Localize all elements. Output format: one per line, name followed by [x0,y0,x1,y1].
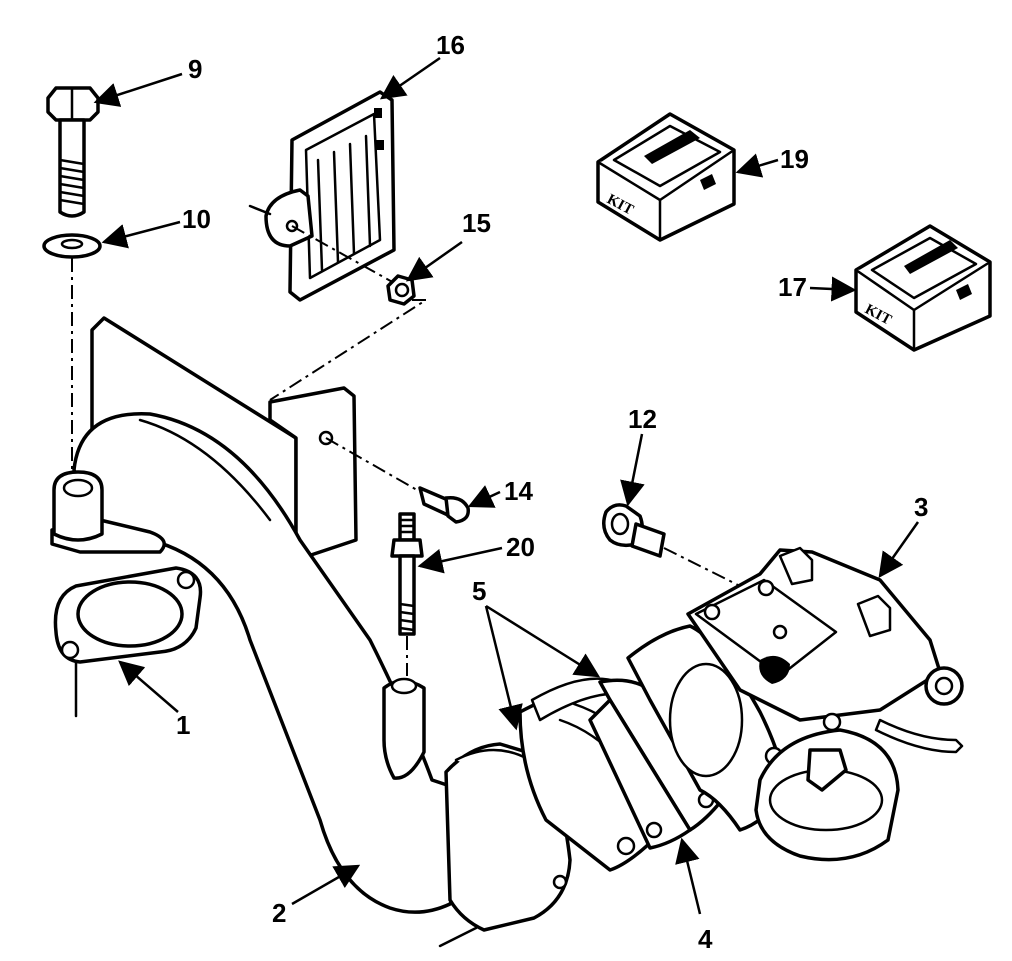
carburetor-part-3 [626,546,964,862]
callout-3: 3 [914,492,928,522]
leader-lines [93,56,920,915]
manifold-part-2 [50,316,572,948]
callout-4: 4 [698,924,713,954]
callout-labels: 9 10 16 15 19 17 12 14 20 3 5 1 2 4 [176,30,928,954]
callout-16: 16 [436,30,465,60]
nut-part-15 [269,274,430,401]
callout-5: 5 [472,576,486,606]
fitting-part-12 [602,503,741,587]
washer-part-10 [42,233,102,259]
callout-20: 20 [506,532,535,562]
kit-box-part-17: KIT [854,224,992,352]
callout-1: 1 [176,710,190,740]
callout-9: 9 [188,54,202,84]
callout-2: 2 [272,898,286,928]
callout-15: 15 [462,208,491,238]
callout-17: 17 [778,272,807,302]
gasket-part-1 [53,566,203,718]
spacer-part-5 [518,677,724,872]
reed-valve-part-16 [248,90,397,302]
callout-10: 10 [182,204,211,234]
callout-12: 12 [628,404,657,434]
kit-box-part-19: KIT [596,112,736,242]
stud-part-20 [390,512,424,676]
callout-14: 14 [504,476,533,506]
bolt-part-9 [46,86,100,470]
callout-19: 19 [780,144,809,174]
screw-part-14 [418,486,470,524]
